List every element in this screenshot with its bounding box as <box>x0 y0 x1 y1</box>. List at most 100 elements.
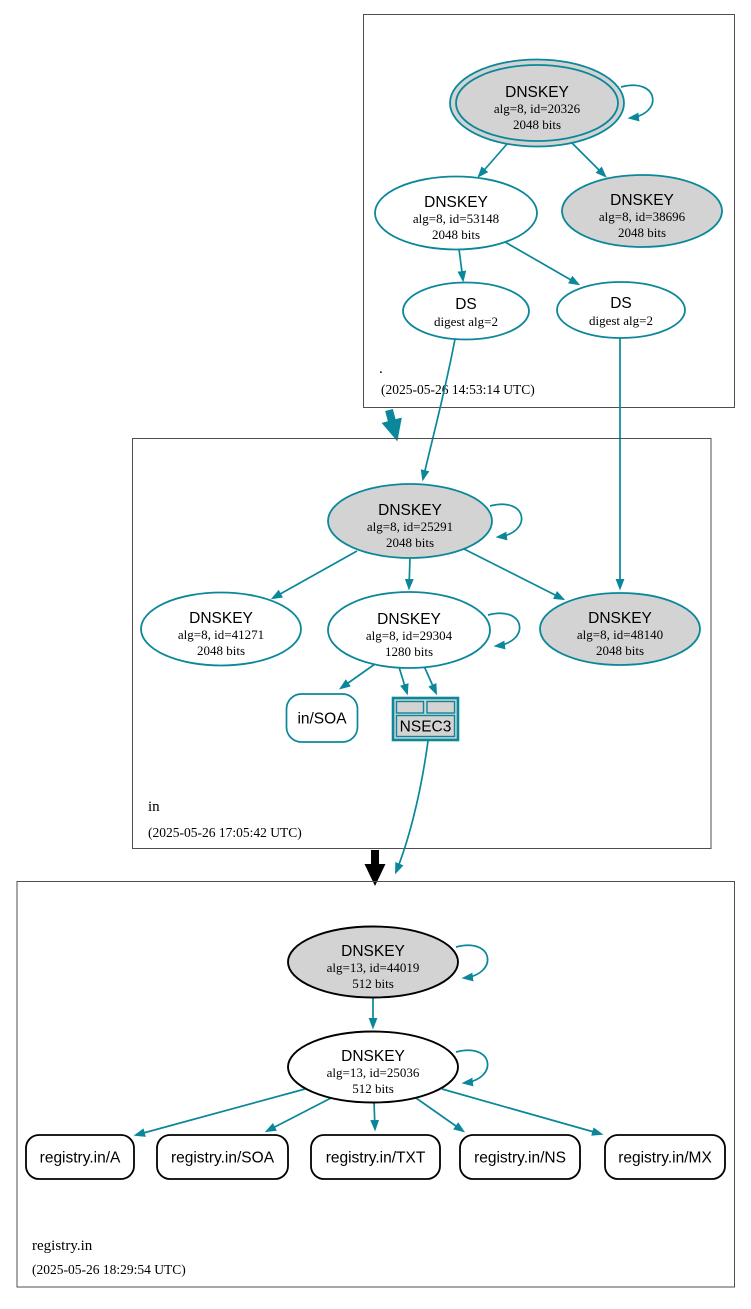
dnskey-38696-ellipse <box>561 174 723 248</box>
edge-dnskey29304-to-nsec3-b <box>423 665 438 696</box>
edge-dnskey44019-self-loop <box>455 944 489 982</box>
edge-dnskey53148-to-ds-right <box>504 241 581 286</box>
dnskey-20326-title: DNSKEY <box>505 84 569 101</box>
in-soa-label: in/SOA <box>297 711 347 728</box>
node-dnskey-44019: DNSKEY alg=13, id=44019 512 bits <box>287 925 459 999</box>
zone-registry-timestamp: (2025-05-26 18:29:54 UTC) <box>32 1262 186 1277</box>
delegation-arrow-root-to-in <box>381 408 402 442</box>
edge-dnskey29304-to-soa <box>338 663 376 690</box>
dnskey-53148-bits: 2048 bits <box>432 227 480 242</box>
dnskey-20326-inner-ellipse <box>455 64 619 142</box>
node-nsec3: NSEC3 <box>391 696 460 742</box>
dnskey-53148-ellipse <box>374 175 538 251</box>
zone-registry-box <box>16 881 735 1288</box>
edge-ksk20326-self-loop <box>620 84 654 122</box>
edge-dnskey25036-to-rrset-a <box>133 1088 306 1137</box>
edge-dnskey25291-to-dnskey29304 <box>404 557 414 591</box>
dnskey-44019-title: DNSKEY <box>341 943 405 960</box>
node-ds-right: DS digest alg=2 <box>556 281 686 339</box>
cross-zone-edges-root-in <box>381 338 625 591</box>
edge-dnskey25036-self-loop <box>455 1049 489 1087</box>
dnskey-29304-detail: alg=8, id=29304 <box>366 628 453 643</box>
dnskey-53148-title: DNSKEY <box>424 194 488 211</box>
node-dnskey-25036: DNSKEY alg=13, id=25036 512 bits <box>287 1030 459 1104</box>
edge-dnskey25291-self-loop <box>489 503 523 541</box>
edge-dnskey25036-to-rrset-mx <box>441 1088 604 1136</box>
rrset-mx-label: registry.in/MX <box>618 1150 712 1167</box>
edge-ds-left-to-dnskey25291 <box>420 338 456 482</box>
dnskey-25036-ellipse <box>287 1030 459 1104</box>
dnskey-25291-bits: 2048 bits <box>386 535 434 550</box>
dnskey-20326-detail: alg=8, id=20326 <box>494 101 581 116</box>
cross-zone-edges-in-registry <box>364 740 429 886</box>
dnskey-44019-ellipse <box>287 925 459 999</box>
dnskey-25036-title: DNSKEY <box>341 1048 405 1065</box>
edge-dnskey53148-to-ds-left <box>457 248 467 283</box>
rrset-txt-box <box>310 1134 441 1180</box>
dnskey-48140-ellipse <box>539 592 701 666</box>
edge-dnskey29304-self-loop <box>487 612 521 650</box>
zone-in-timestamp: (2025-05-26 17:05:42 UTC) <box>148 825 302 840</box>
dnskey-25036-detail: alg=13, id=25036 <box>327 1065 420 1080</box>
dnskey-48140-bits: 2048 bits <box>596 643 644 658</box>
edge-nsec3-to-registry-zone <box>395 740 429 875</box>
zone-root-box <box>363 14 735 408</box>
dnskey-44019-detail: alg=13, id=44019 <box>327 960 420 975</box>
node-rrset-a: registry.in/A <box>25 1134 135 1180</box>
node-dnskey-38696: DNSKEY alg=8, id=38696 2048 bits <box>561 174 723 248</box>
dnskey-53148-detail: alg=8, id=53148 <box>413 211 499 226</box>
zone-registry-label: registry.in <box>32 1238 93 1254</box>
dnskey-48140-title: DNSKEY <box>588 610 652 627</box>
nsec3-label: NSEC3 <box>400 719 452 736</box>
dnskey-38696-title: DNSKEY <box>610 192 674 209</box>
node-dnskey-29304: DNSKEY alg=8, id=29304 1280 bits <box>327 591 491 669</box>
dnskey-20326-bits: 2048 bits <box>513 117 561 132</box>
zone-registry-in: registry.in (2025-05-26 18:29:54 UTC) DN… <box>16 881 735 1288</box>
rrset-mx-box <box>604 1134 726 1180</box>
nsec3-cell-right <box>426 700 456 714</box>
in-soa-box <box>285 693 359 743</box>
dnskey-41271-detail: alg=8, id=41271 <box>178 627 264 642</box>
ds-right-detail: digest alg=2 <box>589 313 653 328</box>
dnskey-25036-bits: 512 bits <box>352 1081 394 1096</box>
edge-dnskey25291-to-dnskey41271 <box>270 550 358 600</box>
ds-right-ellipse <box>556 281 686 339</box>
node-ds-left: DS digest alg=2 <box>402 281 530 341</box>
zone-root-timestamp: (2025-05-26 14:53:14 UTC) <box>381 382 535 397</box>
node-rrset-txt: registry.in/TXT <box>310 1134 441 1180</box>
dnskey-41271-bits: 2048 bits <box>197 643 245 658</box>
node-rrset-soa: registry.in/SOA <box>156 1134 289 1180</box>
dnskey-41271-ellipse <box>140 591 302 667</box>
node-rrset-ns: registry.in/NS <box>459 1134 581 1180</box>
ds-right-title: DS <box>610 295 632 312</box>
dnskey-29304-title: DNSKEY <box>377 611 441 628</box>
dnskey-48140-detail: alg=8, id=48140 <box>577 627 663 642</box>
rrset-a-box <box>25 1134 135 1180</box>
rrset-soa-box <box>156 1134 289 1180</box>
nsec3-cell-label <box>395 714 456 738</box>
rrset-ns-label: registry.in/NS <box>474 1150 566 1167</box>
edge-ksk20326-to-dnskey53148 <box>477 143 508 178</box>
zone-in-label: in <box>148 799 160 815</box>
zone-root: . (2025-05-26 14:53:14 UTC) DNSKEY alg=8… <box>363 14 735 408</box>
dnskey-29304-bits: 1280 bits <box>385 644 433 659</box>
dnskey-25291-detail: alg=8, id=25291 <box>367 519 453 534</box>
node-dnskey-41271: DNSKEY alg=8, id=41271 2048 bits <box>140 591 302 667</box>
edge-dnskey25036-to-rrset-txt <box>370 1101 380 1132</box>
node-dnskey-20326: DNSKEY alg=8, id=20326 2048 bits <box>449 58 625 148</box>
dnskey-25291-ellipse <box>327 483 493 559</box>
rrset-txt-label: registry.in/TXT <box>326 1150 426 1167</box>
node-rrset-mx: registry.in/MX <box>604 1134 726 1180</box>
ds-left-detail: digest alg=2 <box>434 314 498 329</box>
edge-dnskey25036-to-rrset-ns <box>415 1097 466 1133</box>
zone-in-box <box>132 438 712 849</box>
node-dnskey-25291: DNSKEY alg=8, id=25291 2048 bits <box>327 483 493 559</box>
rrset-ns-box <box>459 1134 581 1180</box>
dnskey-44019-bits: 512 bits <box>352 976 394 991</box>
node-dnskey-48140: DNSKEY alg=8, id=48140 2048 bits <box>539 592 701 666</box>
ds-left-ellipse <box>402 281 530 341</box>
ds-left-title: DS <box>455 296 477 313</box>
nsec3-cell-left <box>395 700 425 714</box>
zone-in: in (2025-05-26 17:05:42 UTC) DNSKEY alg=… <box>132 438 712 849</box>
